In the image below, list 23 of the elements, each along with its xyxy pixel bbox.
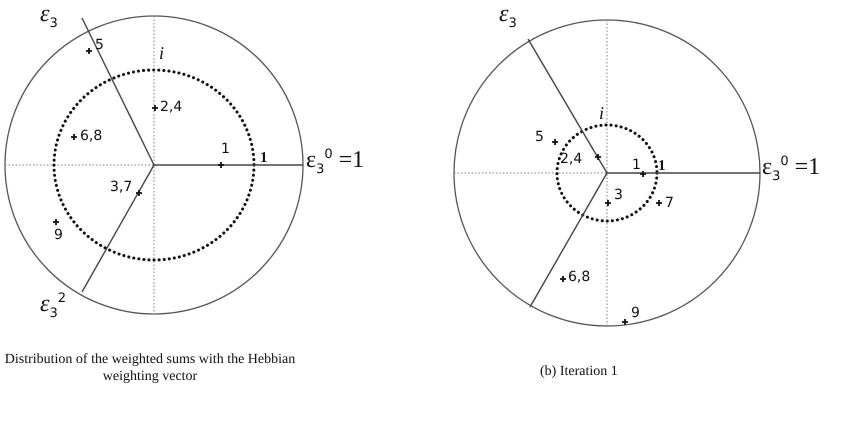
point-label: 1 — [632, 158, 641, 172]
axis-label: i — [159, 44, 164, 62]
point-label: 3,7 — [110, 180, 132, 194]
axis-label: ε$_{3}$ — [40, 2, 58, 30]
point-label: 3 — [614, 188, 623, 202]
axis-label: i — [599, 104, 604, 122]
point-label: 1 — [221, 142, 230, 156]
tick-label: 1 — [658, 159, 666, 174]
point-label: 5 — [95, 38, 104, 52]
caption: (b) Iteration 1 — [540, 364, 618, 381]
point-label: 2,4 — [560, 152, 582, 166]
tick-label: 1 — [260, 151, 268, 166]
point-label: 5 — [535, 130, 544, 144]
point-label: 6,8 — [568, 270, 590, 284]
point-label: 9 — [631, 306, 640, 320]
point-label: 7 — [665, 196, 674, 210]
axis-label: ε$_{3}$$^{0}$ =1 — [762, 155, 820, 183]
point-label: 2,4 — [160, 100, 182, 114]
axis-label: ε$_{3}$ — [499, 2, 517, 30]
caption: Distribution of the weighted sums with the Hebbian weighting vector — [4, 352, 296, 386]
point-label: 9 — [54, 228, 63, 242]
point-label: 6,8 — [80, 129, 102, 143]
axis-label: ε$_{3}$$^{0}$ =1 — [306, 148, 364, 176]
